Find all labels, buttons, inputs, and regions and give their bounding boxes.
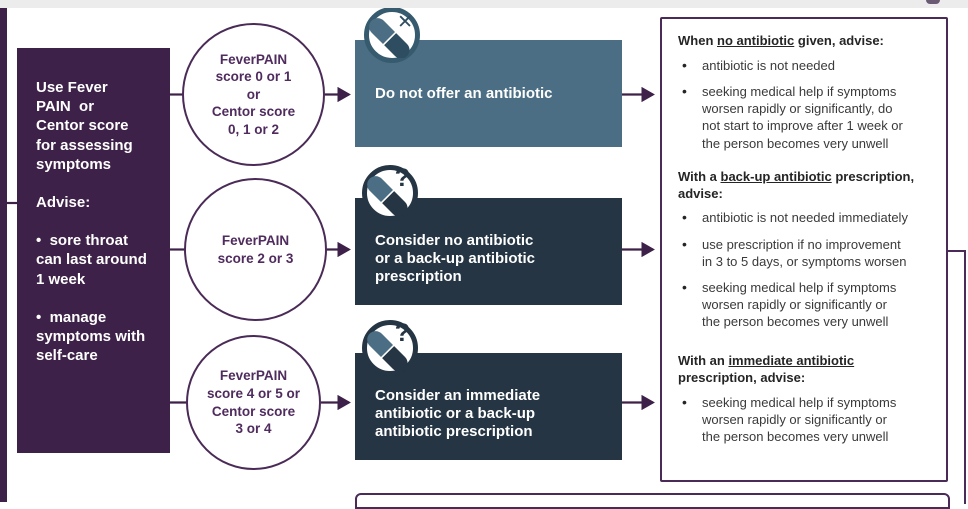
- left-cropped-bar: [0, 8, 7, 502]
- title-underlined: back-up antibiotic: [720, 168, 832, 184]
- assessment-advice-box: Use Fever PAIN or Centor score for asses…: [17, 48, 170, 453]
- pill-cross-icon: ✕: [364, 7, 420, 63]
- top-strip: [0, 0, 968, 8]
- bottom-cropped-box: [355, 493, 950, 509]
- score-ellipse-high: FeverPAIN score 4 or 5 or Centor score 3…: [186, 335, 321, 470]
- question-glyph: ?: [394, 164, 410, 192]
- advice-section-no-antibiotic: When no antibiotic given, advise: antibi…: [678, 33, 932, 152]
- or-label: or: [246, 86, 261, 102]
- advice-section-immediate: With an immediate antibiotic prescriptio…: [678, 353, 932, 445]
- action-label: Do not offer an antibiotic: [375, 84, 553, 102]
- title-underlined: no antibiotic: [717, 33, 795, 48]
- advise-bullet-sore-throat: • sore throat can last around 1 week: [36, 232, 147, 288]
- advice-bullet: use prescription if no improvement in 3 …: [678, 235, 932, 270]
- section-title: With an immediate antibiotic prescriptio…: [678, 353, 932, 387]
- advice-bullet: seeking medical help if symptoms worsen …: [678, 393, 932, 445]
- title-underlined: immediate antibiotic: [728, 353, 855, 369]
- action-label: Consider an immediate antibiotic or a ba…: [375, 386, 541, 440]
- advice-bullet: seeking medical help if symptoms worsen …: [678, 278, 932, 330]
- pill-question-icon: ?: [362, 320, 418, 376]
- title-text: prescription, advise:: [678, 168, 915, 201]
- right-cropped-box: [948, 250, 966, 504]
- title-text: With an: [678, 353, 729, 369]
- section-title: When no antibiotic given, advise:: [678, 33, 932, 50]
- action-label: Consider no antibiotic or a back-up anti…: [375, 231, 536, 285]
- title-text: given, advise:: [794, 33, 884, 48]
- score-text: FeverPAIN score 0 or 1: [215, 51, 292, 85]
- advice-bullet: antibiotic is not needed: [678, 56, 932, 75]
- score-text: Centor score 0, 1 or 2: [211, 104, 296, 137]
- score-text: FeverPAIN score 2 or 3: [217, 232, 294, 266]
- assessment-intro-text: Use Fever PAIN or Centor score for asses…: [36, 79, 133, 173]
- advice-section-backup: With a back-up antibiotic prescription, …: [678, 169, 932, 331]
- advise-label: Advise:: [36, 193, 91, 211]
- section-title: With a back-up antibiotic prescription, …: [678, 169, 932, 203]
- title-text: When: [678, 33, 717, 48]
- title-text: prescription, advise:: [678, 370, 806, 386]
- cropped-logo-fragment: [926, 0, 940, 4]
- score-ellipse-medium: FeverPAIN score 2 or 3: [184, 178, 327, 321]
- title-text: With a: [678, 168, 721, 184]
- pill-question-icon: ?: [362, 165, 418, 221]
- advice-bullet: seeking medical help if symptoms worsen …: [678, 82, 932, 152]
- advice-bullet: antibiotic is not needed immediately: [678, 208, 932, 227]
- score-ellipse-low: FeverPAIN score 0 or 1 or Centor score 0…: [182, 23, 325, 166]
- cross-glyph: ✕: [397, 12, 413, 33]
- score-text: FeverPAIN score 4 or 5 or Centor score 3…: [206, 368, 301, 437]
- advice-panel: When no antibiotic given, advise: antibi…: [660, 17, 948, 482]
- question-glyph: ?: [394, 319, 410, 347]
- advise-bullet-self-care: • manage symptoms with self-care: [36, 308, 146, 365]
